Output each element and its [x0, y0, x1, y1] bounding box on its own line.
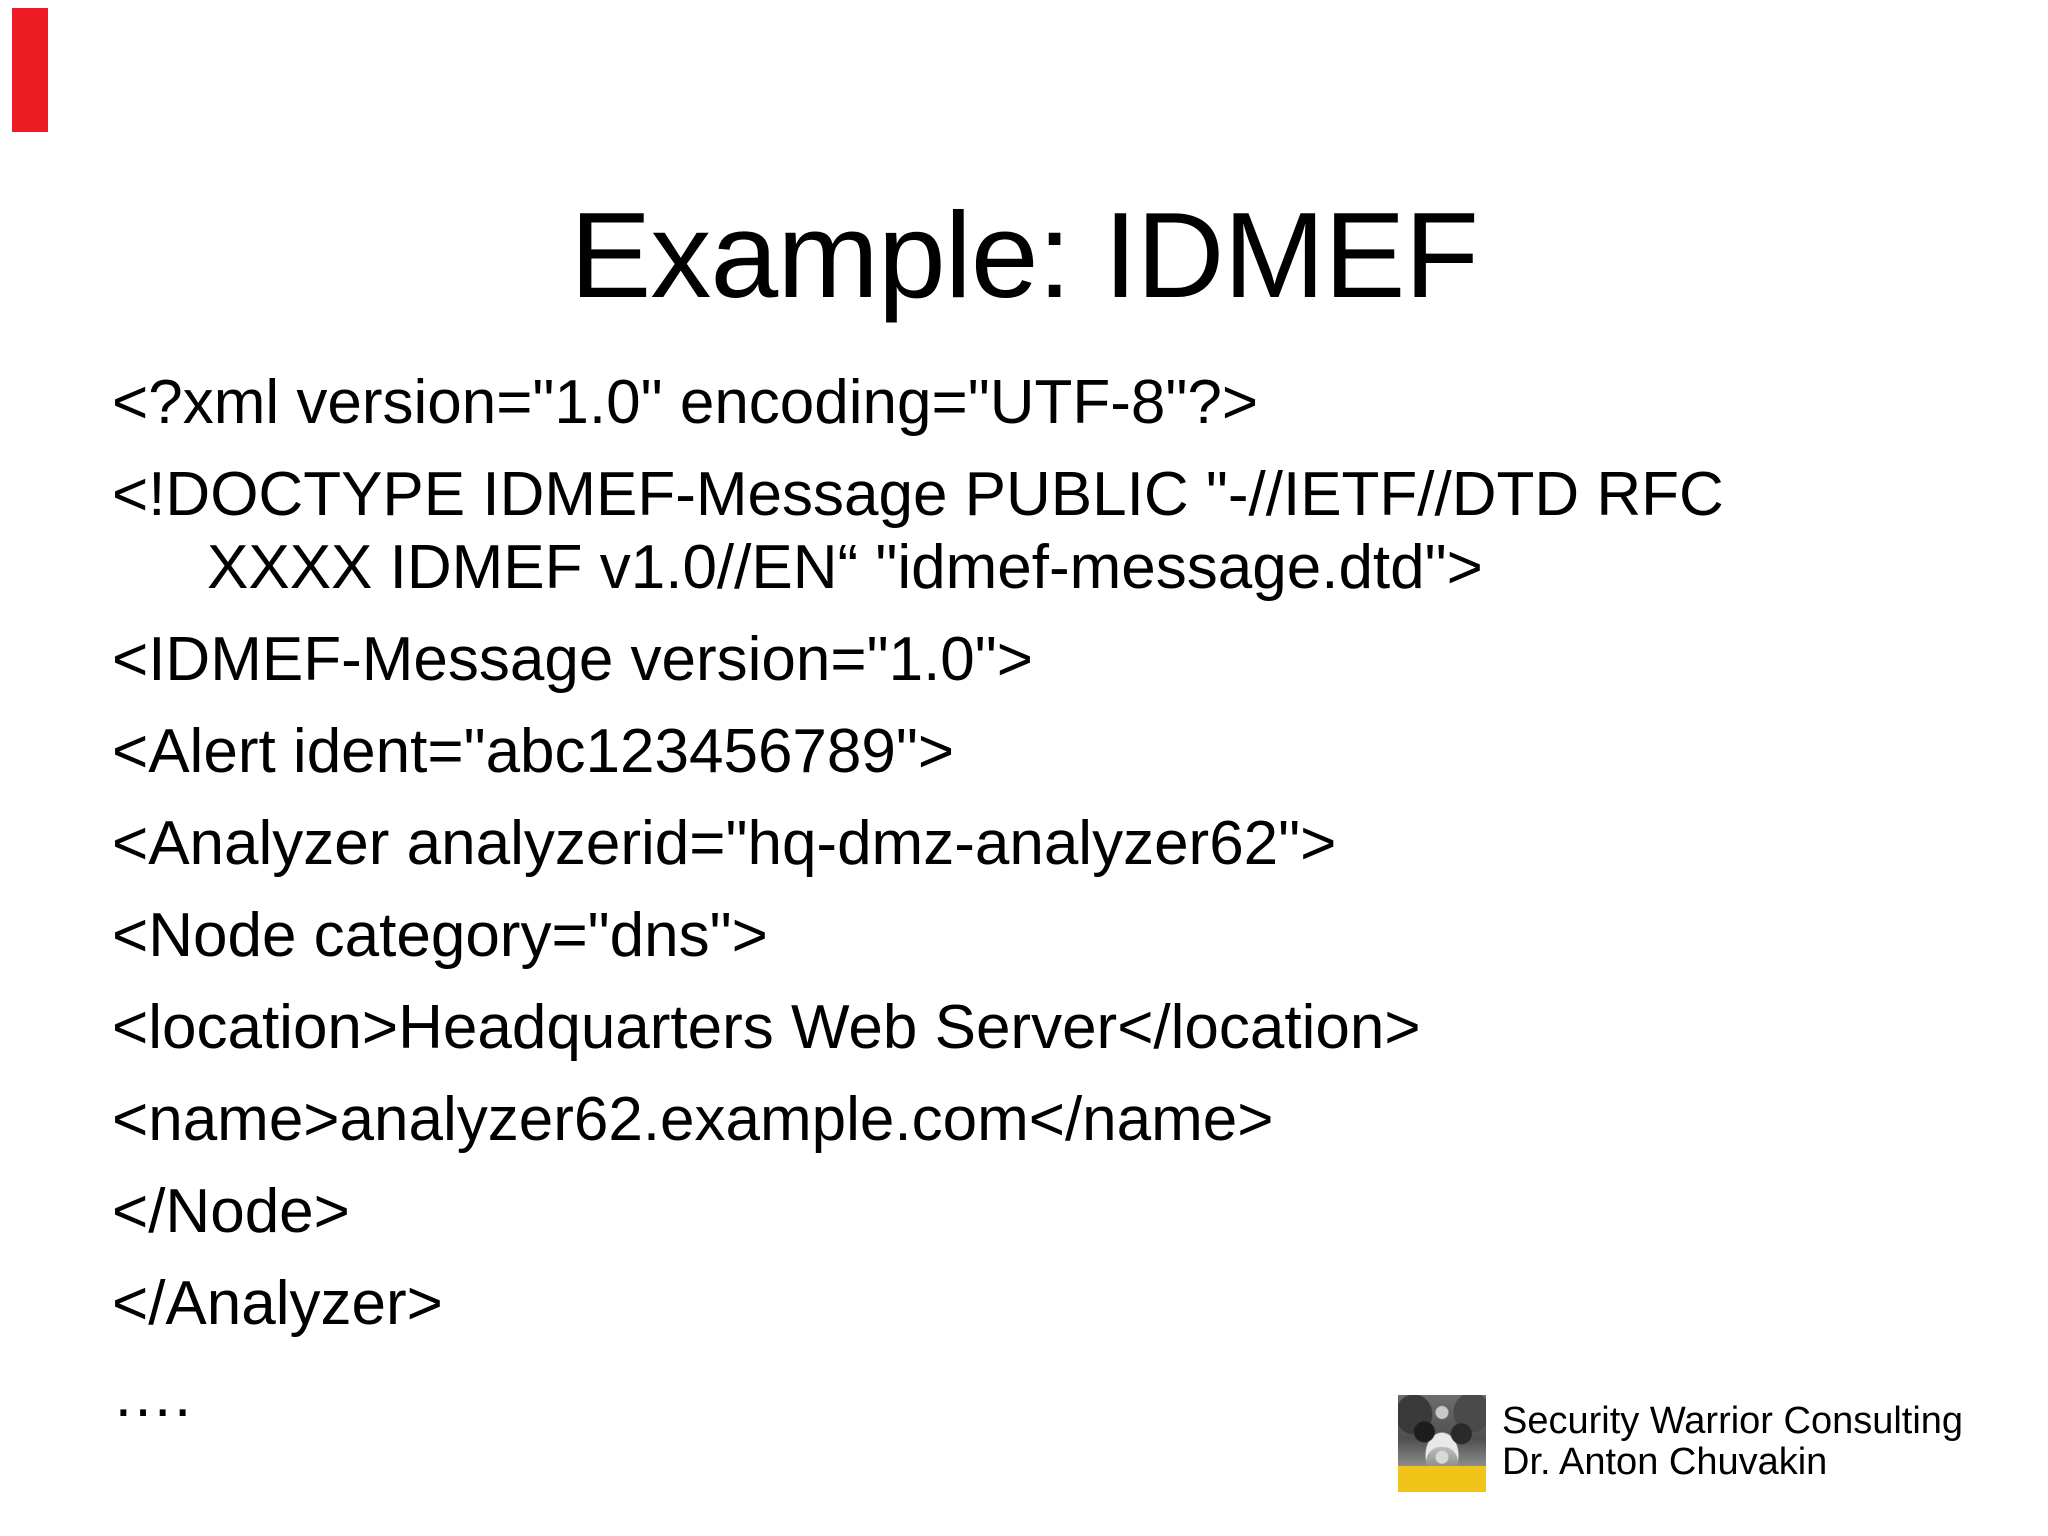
code-line: <!DOCTYPE IDMEF-Message PUBLIC "-//IETF/… [112, 460, 1724, 529]
footer-author: Dr. Anton Chuvakin [1502, 1441, 1828, 1483]
code-line: <name>analyzer62.example.com</name> [112, 1085, 1274, 1154]
code-line: …. [112, 1361, 192, 1430]
swc-logo-image [1398, 1395, 1486, 1492]
code-line: <Alert ident="abc123456789"> [112, 717, 955, 786]
footer-company: Security Warrior Consulting [1502, 1400, 1964, 1442]
code-line: <Node category="dns"> [112, 901, 768, 970]
code-line: </Node> [112, 1177, 350, 1246]
code-line: </Analyzer> [112, 1269, 443, 1338]
logo-yellow-band [1398, 1466, 1486, 1492]
code-line: <IDMEF-Message version="1.0"> [112, 625, 1034, 694]
code-line: <?xml version="1.0" encoding="UTF-8"?> [112, 368, 1259, 437]
code-line: <Analyzer analyzerid="hq-dmz-analyzer62"… [112, 809, 1337, 878]
xml-code-block: <?xml version="1.0" encoding="UTF-8"?> <… [112, 372, 2008, 1457]
red-accent-bar [12, 8, 48, 132]
page-title: Example: IDMEF [570, 186, 1479, 323]
footer: Security Warrior Consulting Dr. Anton Ch… [1398, 1395, 1963, 1492]
footer-text: Security Warrior Consulting Dr. Anton Ch… [1502, 1395, 1963, 1483]
code-line: XXXX IDMEF v1.0//EN“ "idmef-message.dtd"… [207, 533, 1483, 602]
code-line: <location>Headquarters Web Server</locat… [112, 993, 1421, 1062]
